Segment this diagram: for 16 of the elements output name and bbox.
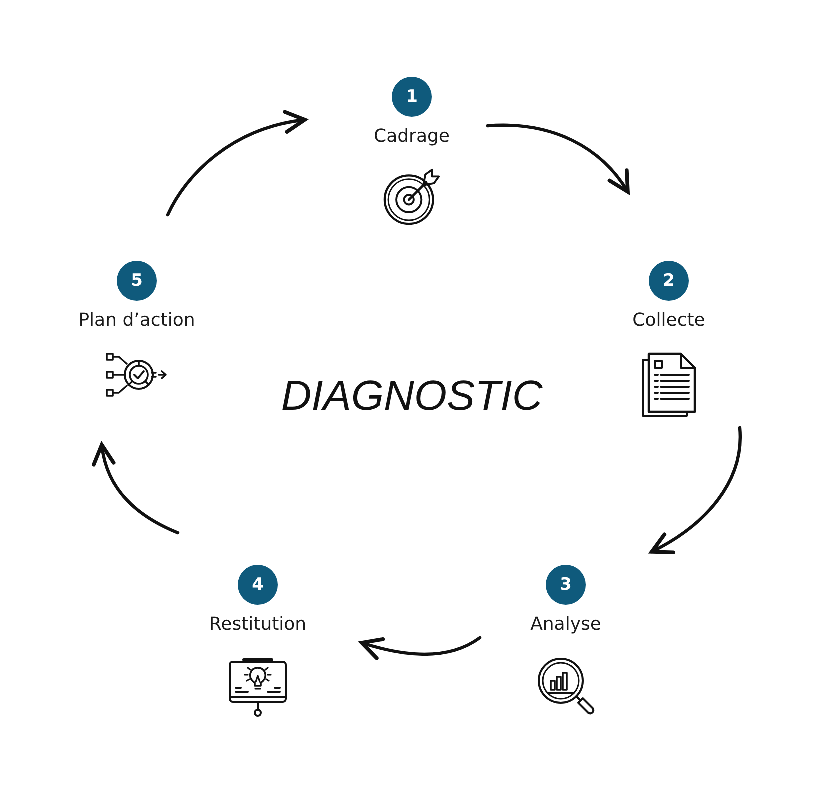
number-badge: 5 xyxy=(117,261,157,301)
curved-arrow xyxy=(92,443,180,535)
curved-arrow xyxy=(650,426,742,554)
number-badge: 4 xyxy=(238,565,278,605)
curved-arrow xyxy=(166,111,307,217)
number-badge: 3 xyxy=(546,565,586,605)
curved-arrow xyxy=(360,636,482,660)
step-label: Cadrage xyxy=(374,126,450,148)
step-label: Plan d’action xyxy=(78,310,196,332)
step-label: Collecte xyxy=(632,310,706,332)
step-label: Analyse xyxy=(530,614,602,636)
curved-arrow xyxy=(486,124,630,194)
step-label: Restitution xyxy=(209,614,307,636)
number-badge: 1 xyxy=(392,77,432,117)
number-badge: 2 xyxy=(649,261,689,301)
diagram-title: DIAGNOSTIC xyxy=(281,372,543,419)
